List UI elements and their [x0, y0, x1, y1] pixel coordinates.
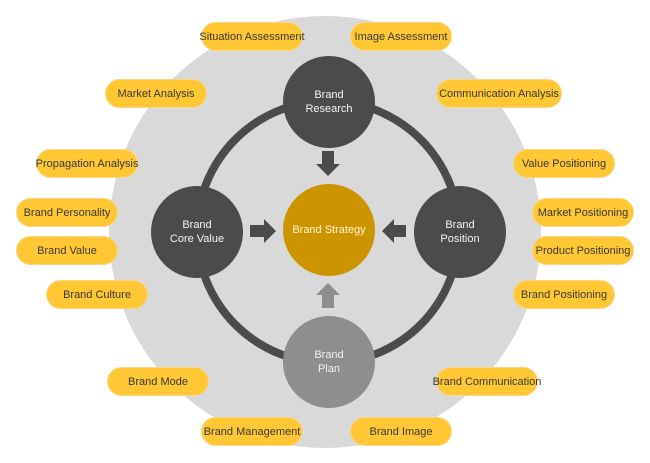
down-arrow-icon [316, 151, 340, 176]
pill-brand-management[interactable]: Brand Management [201, 417, 303, 446]
node-brand-core-value[interactable]: Brand Core Value [151, 186, 243, 278]
right-arrow-icon [250, 219, 276, 243]
left-arrow-icon [382, 219, 406, 243]
node-brand-research[interactable]: Brand Research [283, 56, 375, 148]
pill-product-positioning[interactable]: Product Positioning [532, 236, 634, 265]
pill-communication-analysis[interactable]: Communication Analysis [436, 79, 562, 108]
pill-value-positioning[interactable]: Value Positioning [513, 149, 615, 178]
pill-image-assessment[interactable]: Image Assessment [350, 22, 452, 51]
pill-brand-mode[interactable]: Brand Mode [107, 367, 209, 396]
pill-market-analysis[interactable]: Market Analysis [105, 79, 207, 108]
node-brand-strategy[interactable]: Brand Strategy [283, 184, 375, 276]
pill-market-positioning[interactable]: Market Positioning [532, 198, 634, 227]
pill-brand-value[interactable]: Brand Value [16, 236, 118, 265]
node-brand-position[interactable]: Brand Position [414, 186, 506, 278]
pill-brand-culture[interactable]: Brand Culture [46, 280, 148, 309]
pill-brand-image[interactable]: Brand Image [350, 417, 452, 446]
pill-situation-assessment[interactable]: Situation Assessment [199, 22, 305, 51]
pill-brand-communication[interactable]: Brand Communication [433, 367, 541, 396]
pill-brand-personality[interactable]: Brand Personality [16, 198, 118, 227]
pill-propagation-analysis[interactable]: Propagation Analysis [36, 149, 138, 178]
node-brand-plan[interactable]: Brand Plan [283, 316, 375, 408]
pill-brand-positioning[interactable]: Brand Positioning [513, 280, 615, 309]
up-arrow-icon [316, 283, 340, 308]
